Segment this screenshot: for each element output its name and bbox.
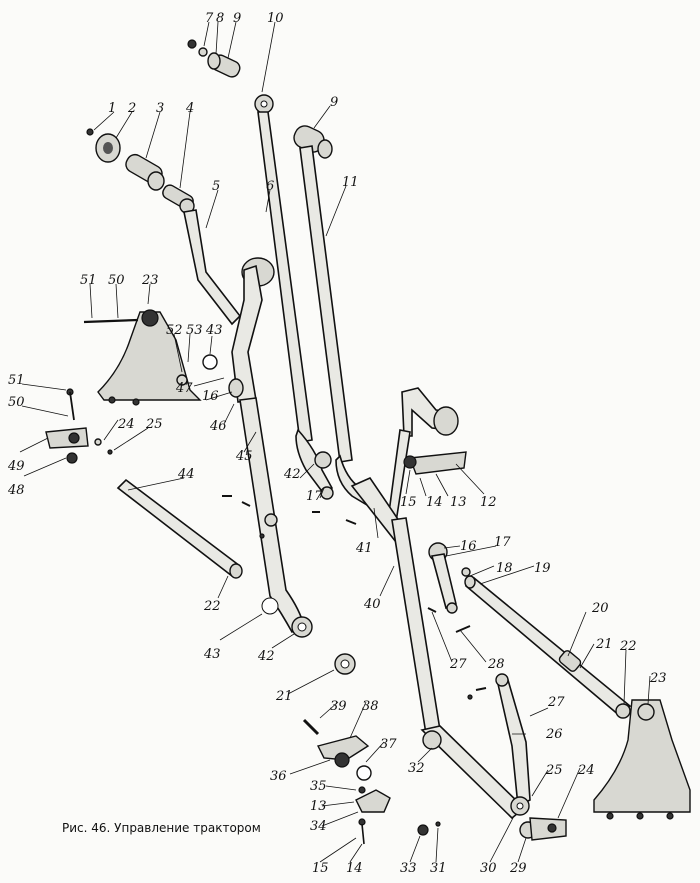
label-41: 41 [355, 541, 373, 556]
label-51b: 51 [8, 373, 25, 388]
label-51a: 51 [80, 273, 97, 288]
label-22a: 22 [203, 599, 221, 614]
label-32: 32 [408, 761, 425, 776]
label-20: 20 [591, 601, 609, 616]
label-23b: 23 [649, 671, 667, 686]
label-4: 4 [185, 101, 194, 116]
label-37: 37 [380, 737, 397, 752]
pins [222, 495, 487, 700]
label-3: 3 [156, 101, 164, 116]
label-13a: 13 [450, 495, 467, 510]
label-28: 28 [487, 657, 505, 672]
label-8: 8 [216, 11, 224, 26]
shaft-19 [334, 575, 632, 719]
label-27b: 27 [547, 695, 565, 710]
label-2: 2 [127, 101, 136, 116]
small-lever-49 [45, 388, 113, 464]
label-17a: 17 [306, 489, 323, 504]
label-23a: 23 [141, 273, 159, 288]
label-21a: 21 [275, 689, 293, 704]
label-39: 39 [330, 699, 347, 714]
label-36: 36 [270, 769, 287, 784]
label-42b: 42 [257, 649, 275, 664]
label-15b: 15 [312, 861, 329, 876]
bracket-23-left [83, 309, 218, 406]
lever-45 [228, 257, 313, 638]
label-24b: 24 [577, 763, 595, 778]
part-labels: 7 8 9 10 1 2 3 4 9 6 5 11 51 50 23 52 53… [7, 11, 667, 876]
label-26: 26 [545, 727, 563, 742]
label-43b: 43 [203, 647, 221, 662]
label-9: 9 [233, 11, 241, 26]
label-18: 18 [496, 561, 513, 576]
label-21b: 21 [595, 637, 613, 652]
label-14a: 14 [426, 495, 443, 510]
label-27a: 27 [449, 657, 467, 672]
label-44: 44 [177, 467, 195, 482]
label-16a: 16 [202, 389, 219, 404]
label-31: 31 [430, 861, 447, 876]
shaft-44 [116, 478, 243, 579]
rod-6 [254, 94, 334, 500]
label-19: 19 [534, 561, 551, 576]
label-30: 30 [480, 861, 497, 876]
label-53: 53 [186, 323, 203, 338]
label-16b: 16 [460, 539, 477, 554]
label-17b: 17 [494, 535, 511, 550]
bracket-23-right [593, 699, 691, 820]
top-pin-group [187, 39, 241, 78]
label-40: 40 [363, 597, 381, 612]
label-29: 29 [509, 861, 527, 876]
label-43a: 43 [205, 323, 223, 338]
label-38: 38 [362, 699, 379, 714]
label-46: 46 [209, 419, 227, 434]
label-14b: 14 [346, 861, 363, 876]
label-1: 1 [108, 101, 116, 116]
figure-caption: Рис. 46. Управление трактором [62, 821, 261, 835]
label-22b: 22 [619, 639, 637, 654]
label-48: 48 [7, 483, 25, 498]
lever-17-right [428, 542, 471, 614]
label-25a: 25 [145, 417, 163, 432]
bottom-parts [302, 718, 567, 845]
label-11: 11 [342, 175, 359, 190]
label-7: 7 [205, 11, 214, 26]
label-13b: 13 [310, 799, 327, 814]
label-25b: 25 [545, 763, 563, 778]
label-15a: 15 [400, 495, 417, 510]
rod-5 [86, 128, 242, 326]
label-6: 6 [266, 179, 274, 194]
label-5: 5 [212, 179, 220, 194]
label-9b: 9 [330, 95, 338, 110]
label-34: 34 [310, 819, 327, 834]
label-42a: 42 [283, 467, 301, 482]
label-50a: 50 [108, 273, 125, 288]
label-33: 33 [400, 861, 417, 876]
label-50b: 50 [8, 395, 25, 410]
label-12: 12 [480, 495, 497, 510]
label-49: 49 [7, 459, 25, 474]
label-52: 52 [166, 323, 183, 338]
label-35: 35 [310, 779, 327, 794]
label-24a: 24 [117, 417, 135, 432]
leader-lines [19, 21, 651, 863]
pedal-assembly [350, 387, 531, 820]
label-45: 45 [235, 449, 253, 464]
label-10: 10 [267, 11, 284, 26]
label-47: 47 [175, 381, 193, 396]
